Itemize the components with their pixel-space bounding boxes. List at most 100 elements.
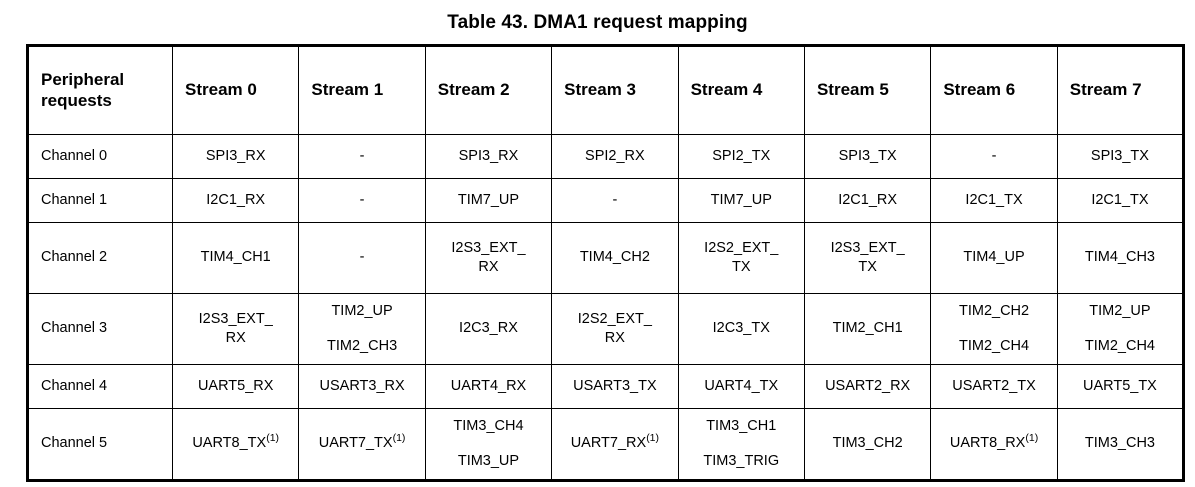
cell-content: I2C1_RX [811,190,924,211]
table-container: Peripheral requests Stream 0 Stream 1 St… [26,44,1186,482]
cell-content: UART5_RX [179,376,292,397]
column-header-line-1: Peripheral [41,69,125,89]
row-label: Channel 4 [27,364,173,409]
table-cell: UART4_RX [424,364,553,409]
cell-line: USART2_RX [825,377,911,394]
cell-line: UART8_RX(1) [949,432,1039,452]
cell-line: TIM7_UP [710,191,772,208]
table-cell: - [298,178,426,223]
column-header-line-2: requests [41,90,112,110]
cell-content: SPI3_RX [179,146,292,167]
table-cell: USART3_TX [551,364,679,409]
cell-content: TIM2_CH1 [811,318,924,339]
cell-content: I2C3_TX [685,318,798,339]
table-cell: I2C1_RX [803,178,932,223]
cell-content: USART2_TX [937,376,1050,397]
cell-content: SPI3_TX [811,146,924,167]
cell-line: TIM2_CH1 [832,320,903,337]
cell-content: I2C1_TX [937,190,1050,211]
table-cell: TIM2_CH1 [803,293,932,365]
cell-line: - [359,191,365,208]
table-cell: USART3_RX [298,364,426,409]
footnote-marker: (1) [1025,432,1039,445]
table-cell: TIM4_UP [930,222,1058,294]
table-cell: TIM3_CH3 [1056,408,1185,481]
table-cell: UART7_TX(1) [298,408,426,481]
cell-content: UART7_TX(1) [305,433,418,454]
cell-line: RX [604,330,625,346]
table-cell: SPI3_TX [803,134,932,179]
cell-line: I2C1_TX [965,191,1023,208]
cell-line: UART5_TX [1082,377,1157,394]
footnote-marker: (1) [392,432,406,445]
row-label: Channel 3 [27,293,173,365]
cell-line: I2C1_RX [206,191,266,208]
cell-line: SPI3_TX [1090,147,1149,164]
cell-content: SPI3_TX [1064,146,1176,167]
cell-line: - [359,249,365,266]
table-cell: I2C3_TX [677,293,805,365]
table-cell: TIM4_CH1 [171,222,300,294]
table-cell: I2S2_EXT_RX [551,293,679,365]
cell-line: USART3_TX [573,377,657,394]
cell-line: RX [225,330,246,346]
table-cell: - [298,134,426,179]
column-header-stream-4: Stream 4 [677,45,805,135]
column-header-peripheral-requests: Peripheral requests [27,45,173,135]
cell-line: - [359,147,365,164]
row-label: Channel 5 [27,408,173,481]
cell-content: I2S2_EXT_TX [685,239,798,276]
table-cell: SPI2_TX [677,134,805,179]
cell-line: USART2_TX [952,377,1036,394]
cell-content: - [305,190,418,211]
table-head: Peripheral requests Stream 0 Stream 1 St… [27,45,1185,135]
cell-content: I2C1_RX [179,190,292,211]
table-cell: I2S3_EXT_RX [424,222,553,294]
table-cell: I2C1_RX [171,178,300,223]
column-header-stream-6: Stream 6 [930,45,1058,135]
dma1-request-mapping-table: Peripheral requests Stream 0 Stream 1 St… [26,44,1186,482]
table-cell: USART2_TX [930,364,1058,409]
cell-content: SPI3_RX [432,146,545,167]
cell-line: I2C1_TX [1091,191,1149,208]
table-cell: SPI2_RX [551,134,679,179]
table-cell: TIM7_UP [677,178,805,223]
cell-line: TIM2_CH3 [327,338,398,354]
table-cell: SPI3_RX [171,134,300,179]
cell-content: - [937,146,1050,167]
table-cell: UART8_TX(1) [171,408,300,481]
cell-line: TIM7_UP [457,191,520,208]
cell-line: USART3_RX [319,377,405,394]
cell-content: - [305,247,418,268]
cell-content: TIM7_UP [432,190,545,211]
cell-content: I2S3_EXT_TX [811,239,924,276]
cell-line: TX [858,259,877,275]
cell-content: I2S3_EXT_RX [179,310,292,347]
table-cell: USART2_RX [803,364,932,409]
cell-line: SPI2_RX [585,147,645,164]
cell-line: UART7_RX(1) [570,432,660,452]
cell-content: TIM7_UP [685,190,798,211]
footnote-marker: (1) [266,432,280,445]
table-cell: UART7_RX(1) [551,408,679,481]
cell-line: SPI2_TX [712,147,771,164]
cell-content: I2C3_RX [432,318,545,339]
cell-content: TIM4_UP [937,247,1050,268]
cell-line: - [991,147,997,164]
table-header-row: Peripheral requests Stream 0 Stream 1 St… [27,45,1185,135]
cell-line: TIM4_UP [963,249,1025,266]
cell-line: TIM3_UP [457,453,520,469]
cell-line: TIM4_CH3 [1084,249,1155,266]
table-cell: UART8_RX(1) [930,408,1058,481]
cell-content: TIM3_CH3 [1064,433,1176,454]
cell-line: TIM2_CH4 [958,338,1030,354]
cell-line: SPI3_RX [458,147,519,164]
